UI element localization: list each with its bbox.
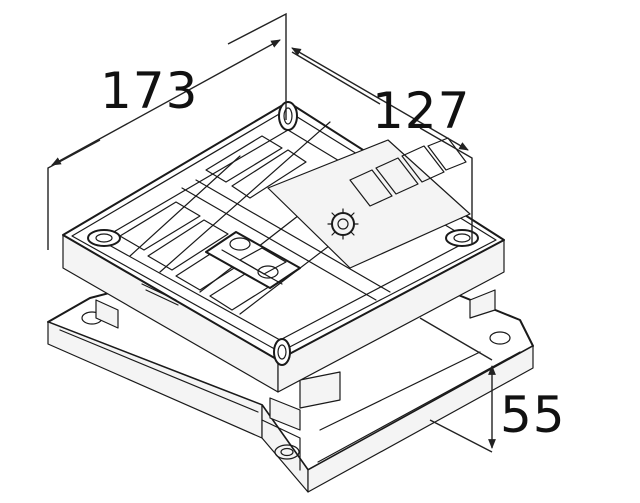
dimension-lines <box>47 12 496 453</box>
rotation-gear-icon <box>327 208 359 240</box>
dimension-length-label: 173 <box>100 62 198 120</box>
dimension-width-label: 127 <box>372 82 470 140</box>
support-posts <box>95 289 496 431</box>
top-plate <box>62 101 505 366</box>
dimension-height-label: 55 <box>500 386 566 444</box>
